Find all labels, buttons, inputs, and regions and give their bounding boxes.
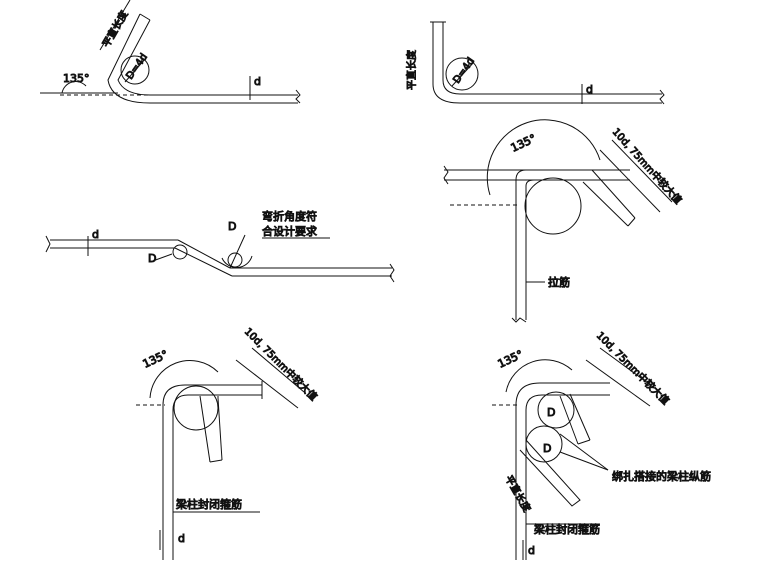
angle-label-5: 135° (141, 348, 171, 371)
pin-label-6b: D (543, 442, 551, 455)
bend-requirement-line1: 弯折角度符 (262, 209, 317, 223)
bar-diameter-label-5: d (178, 532, 185, 545)
angle-label-6: 135° (496, 348, 526, 371)
pin-label-4b: D (228, 220, 236, 233)
max-length-label-3: 10d, 75mm中较大值 (610, 125, 685, 206)
bar-diameter-label: d (254, 75, 261, 88)
pin-label-4a: D (148, 252, 156, 265)
closed-stirrup-label-5: 梁柱封闭箍筋 (176, 497, 242, 511)
angle-label-3: 135° (509, 132, 539, 155)
tie-bar-label: 拉筋 (548, 275, 570, 289)
pin-diameter-label-2: D=4d (451, 56, 477, 86)
bend-requirement-line2: 合设计要求 (262, 224, 317, 238)
panel-bent-bar: d D D 弯折角度符 合设计要求 (45, 209, 395, 283)
bar-diameter-label-6: d (528, 544, 535, 557)
angle-label: 135° (63, 72, 90, 85)
pin-label-6a: D (547, 406, 555, 419)
panel-hook-135-straight: 135° 平直长度 D=4d d (40, 0, 301, 104)
bar-diameter-label-4: d (92, 228, 99, 241)
closed-stirrup-label-6: 梁柱封闭箍筋 (534, 522, 600, 536)
panel-lap-splice: 135° 10d, 75mm中较大值 D D 平直长度 绑扎搭接的梁柱纵筋 梁柱… (492, 328, 712, 560)
straight-length-label-6: 平直长度 (502, 473, 533, 514)
bar-diameter-label-2: d (586, 83, 593, 96)
pin-diameter-label: D=4d (124, 52, 150, 82)
max-length-label-5: 10d, 75mm中较大值 (242, 325, 320, 403)
straight-length-label-2: 平直长度 (405, 50, 418, 90)
lap-longitudinal-label: 绑扎搭接的梁柱纵筋 (612, 469, 711, 483)
panel-tie-bar: 135° 10d, 75mm中较大值 拉筋 (443, 119, 685, 323)
panel-closed-stirrup: 135° 10d, 75mm中较大值 梁柱封闭箍筋 d (136, 324, 321, 560)
panel-hook-90-straight: 平直长度 D=4d d (405, 21, 665, 105)
